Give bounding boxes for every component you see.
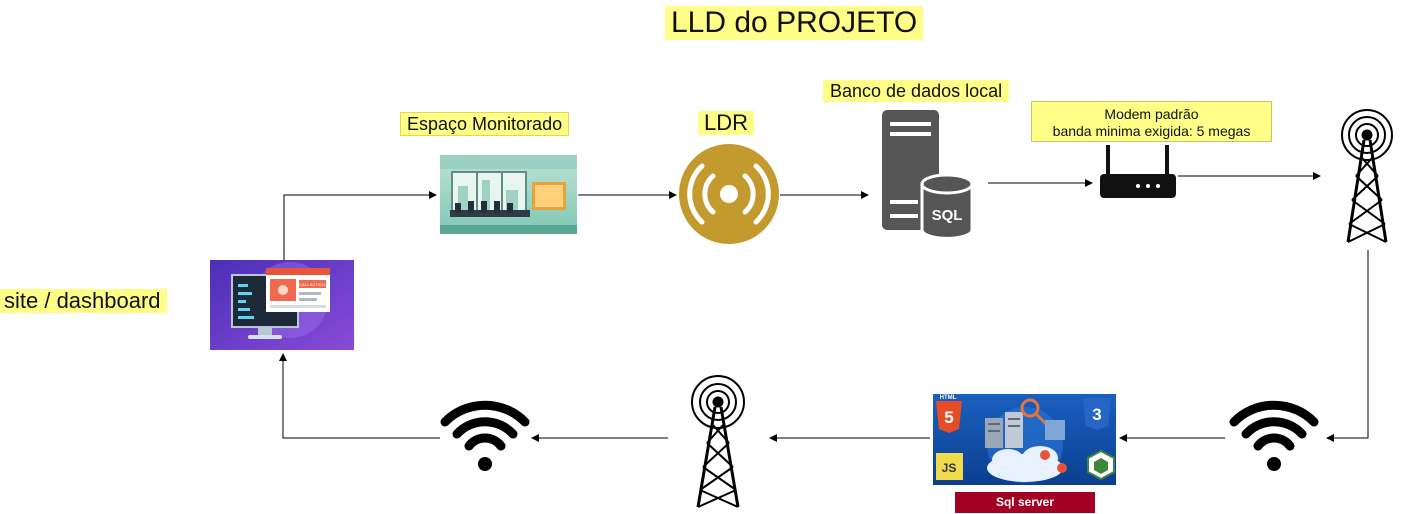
label-sql-server: Sql server [955,492,1095,513]
css3-badge: 3 [1092,405,1101,424]
js-badge: JS [942,461,957,475]
html5-badge: 5 [944,408,953,427]
sql-icon-text: SQL [932,207,963,224]
arrow-wifi-to-site [279,353,440,439]
arrow-site-to-espaco [283,191,437,262]
label-espaco-monitorado: Espaço Monitorado [400,112,570,136]
label-banco-de-dados: Banco de dados local [823,80,1010,102]
dashboard-website-illustration: CALL ACTION [210,260,354,350]
router-icon [1100,145,1176,198]
diagram-title: LLD do PROJETO [665,6,924,40]
html-word: HTML [940,395,957,401]
ldr-sensor-icon [679,144,779,244]
label-site-dashboard: site / dashboard [0,289,167,313]
label-ldr: LDR [698,111,755,135]
meeting-room-icon [440,155,577,234]
database-server-icon: SQL [882,110,974,240]
label-modem-line2: banda minima exigida: 5 megas [1052,123,1251,139]
label-modem: Modem padrão banda minima exigida: 5 meg… [1031,101,1272,142]
wifi-icon [1229,400,1319,471]
radio-tower-icon-bottom [691,375,745,508]
label-modem-line1: Modem padrão [1104,106,1199,122]
radio-tower-icon [1341,109,1393,243]
arrow-tower-to-wifi [1326,250,1369,442]
connectors [279,172,1369,442]
wifi-icon-left [440,400,530,471]
sql-server-stack-illustration: HTML 5 3 JS [933,394,1116,485]
call-action-text: CALL ACTION [299,282,325,287]
